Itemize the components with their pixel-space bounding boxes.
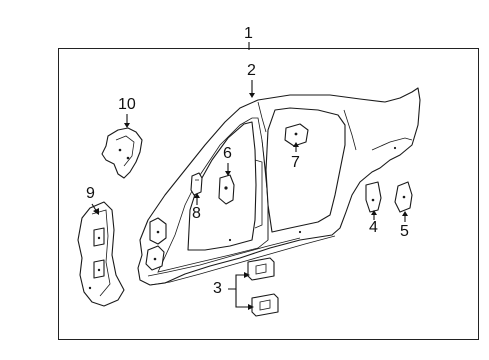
bracket-part-7	[284, 123, 309, 152]
callout-7: 7	[291, 154, 300, 171]
pillar-part-9	[77, 201, 125, 307]
callout-4: 4	[369, 219, 378, 236]
bracket-part-5	[394, 181, 413, 222]
diagram-frame	[58, 48, 479, 340]
callout-3: 3	[213, 280, 222, 297]
callout-1: 1	[244, 25, 253, 42]
reinforcement-part-10	[101, 114, 143, 179]
bracket-part-8	[190, 172, 203, 205]
callout-2: 2	[247, 62, 256, 79]
callout-8: 8	[192, 205, 201, 222]
bracket-part-6	[218, 163, 235, 205]
callout-5: 5	[400, 223, 409, 240]
plates-part-3	[228, 257, 279, 317]
bracket-part-4	[365, 181, 382, 220]
callout-6: 6	[223, 145, 232, 162]
callout-10: 10	[118, 96, 136, 113]
callout-9: 9	[86, 185, 95, 202]
